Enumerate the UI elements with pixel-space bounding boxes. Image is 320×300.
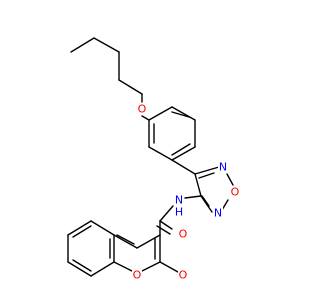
bond bbox=[171, 143, 191, 156]
bond bbox=[113, 261, 133, 272]
bond bbox=[90, 220, 115, 236]
atom-label-bg bbox=[218, 161, 228, 173]
bond bbox=[156, 225, 171, 235]
bond bbox=[201, 195, 210, 207]
bond bbox=[184, 195, 202, 199]
bond bbox=[198, 172, 215, 179]
bond bbox=[67, 220, 92, 236]
bond bbox=[226, 173, 234, 186]
bond bbox=[171, 146, 196, 161]
bond bbox=[171, 111, 190, 118]
bond bbox=[72, 225, 92, 238]
bond bbox=[118, 79, 143, 95]
atom-label-bg bbox=[132, 269, 142, 281]
bond bbox=[67, 261, 92, 277]
bond bbox=[159, 205, 174, 222]
atom-label-o-amide: O bbox=[179, 228, 188, 241]
atom-label-o-lactone-ring: O bbox=[133, 269, 142, 282]
bond bbox=[93, 37, 120, 53]
atom-label-o-ether: O bbox=[138, 103, 147, 116]
bond bbox=[141, 261, 161, 272]
atom-label-o-carbonyl: O bbox=[179, 269, 188, 282]
bond bbox=[194, 173, 202, 197]
bond bbox=[72, 259, 92, 272]
bond bbox=[70, 37, 95, 53]
bonds bbox=[67, 37, 234, 277]
bond bbox=[90, 261, 115, 277]
atom-label-n-ring-2: N bbox=[214, 207, 222, 220]
bond bbox=[171, 159, 196, 175]
bond bbox=[141, 115, 150, 121]
atom-label-bg bbox=[178, 269, 188, 281]
atom-label-bg bbox=[174, 194, 184, 206]
atom-label-n-ring-1: N bbox=[219, 161, 227, 174]
bond bbox=[116, 234, 135, 245]
bond bbox=[171, 106, 196, 121]
bond bbox=[148, 146, 173, 161]
atom-label-bg bbox=[178, 228, 188, 240]
bond bbox=[113, 234, 138, 249]
atom-label-nh: N bbox=[175, 194, 183, 207]
bond bbox=[200, 195, 213, 213]
bond bbox=[194, 166, 220, 175]
atom-label-bg bbox=[230, 186, 240, 198]
atom-label-o-ring: O bbox=[231, 186, 240, 199]
bond bbox=[136, 234, 161, 249]
bond bbox=[159, 261, 179, 273]
bond bbox=[159, 220, 173, 230]
atom-label-bg bbox=[137, 103, 147, 115]
bond bbox=[148, 106, 173, 121]
atom-label-bg bbox=[213, 207, 223, 219]
atom-label-bg bbox=[174, 206, 184, 218]
atom-label-h-of-nh: H bbox=[175, 206, 183, 219]
